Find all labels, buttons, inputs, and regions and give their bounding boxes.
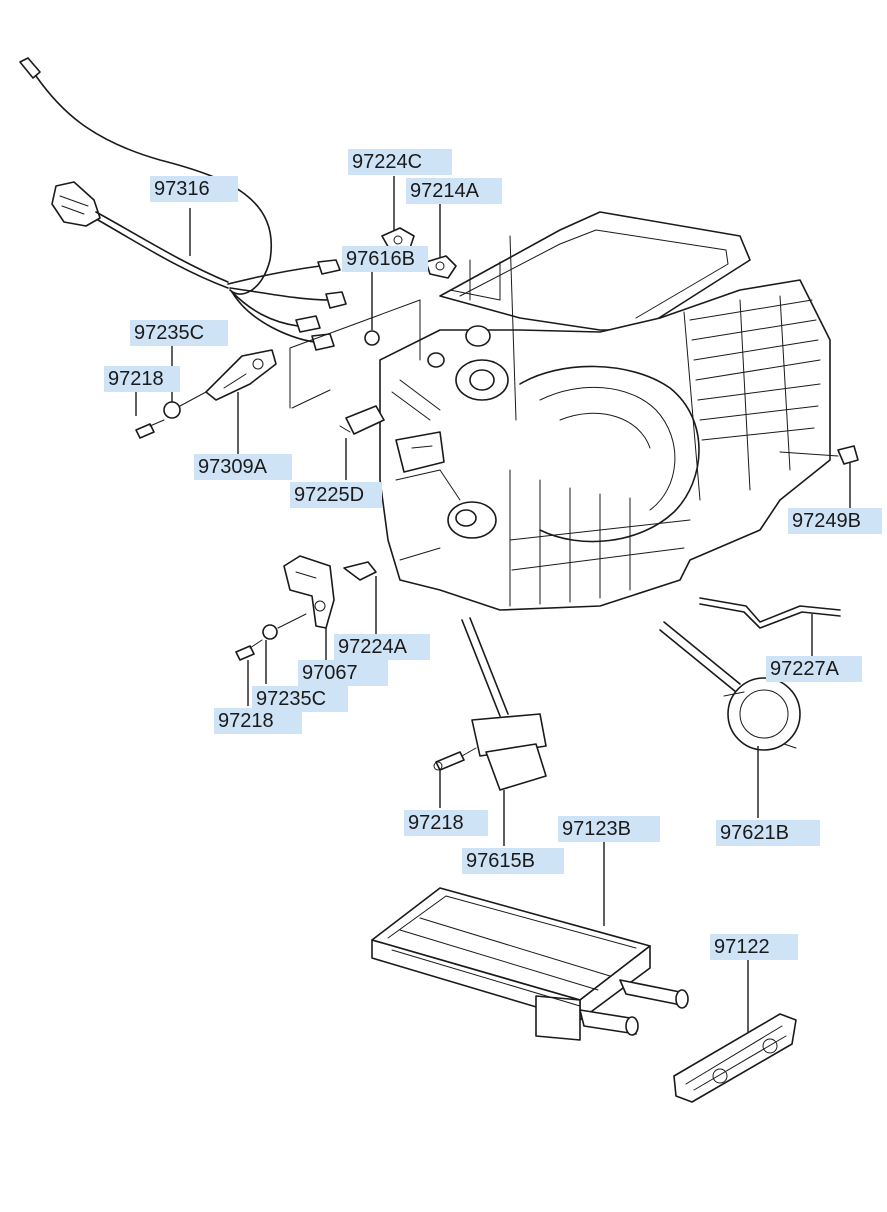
callout-97218-top[interactable]: 97218 [104,366,180,392]
callout-97316[interactable]: 97316 [150,176,238,202]
core-cover [673,1013,797,1103]
callout-97224A[interactable]: 97224A [334,634,430,660]
callout-97067[interactable]: 97067 [298,660,388,686]
callout-97616B[interactable]: 97616B [342,246,428,272]
actuator-97621B [659,621,801,751]
callout-97224C[interactable]: 97224C [348,149,452,175]
leader-lines [135,176,851,1032]
callout-97621B[interactable]: 97621B [716,820,820,846]
callout-97227A[interactable]: 97227A [766,656,862,682]
heater-unit-housing [289,211,831,611]
callout-97235C-bottom[interactable]: 97235C [252,686,348,712]
callout-97214A[interactable]: 97214A [406,178,502,204]
callout-97225D[interactable]: 97225D [290,482,382,508]
callout-97123B[interactable]: 97123B [558,816,660,842]
callout-97122[interactable]: 97122 [710,934,798,960]
callout-97309A[interactable]: 97309A [194,454,292,480]
callout-97235C-top[interactable]: 97235C [130,320,228,346]
actuator-97615B [433,617,547,791]
heater-core [371,887,689,1041]
small-clips-and-levers [135,227,859,661]
wire-harness [19,57,347,351]
callout-97615B[interactable]: 97615B [462,848,564,874]
callout-97249B[interactable]: 97249B [788,508,882,534]
callout-97218-bottom[interactable]: 97218 [214,708,302,734]
callout-97218-mid[interactable]: 97218 [404,810,488,836]
